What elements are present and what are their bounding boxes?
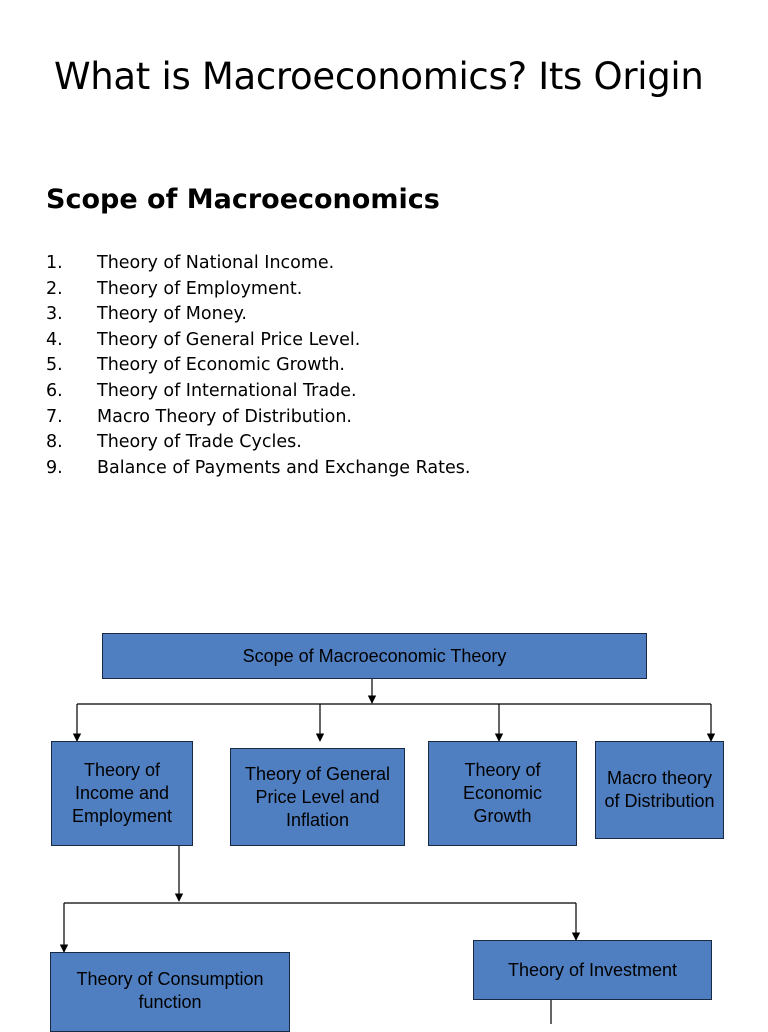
list-text: Theory of General Price Level. [97, 329, 361, 350]
branch-box-income-employment: Theory of Income and Employment [51, 741, 193, 846]
list-number: 7. [46, 406, 63, 427]
list-text: Macro Theory of Distribution. [97, 406, 352, 427]
branch-box-price-level: Theory of General Price Level and Inflat… [230, 748, 405, 846]
list-text: Theory of National Income. [97, 253, 335, 273]
list-text: Theory of International Trade. [97, 380, 357, 401]
branch-box-economic-growth: Theory of Economic Growth [428, 741, 577, 846]
list-text: Theory of Employment. [97, 278, 303, 299]
list-text: Balance of Payments and Exchange Rates. [97, 457, 471, 478]
root-box: Scope of Macroeconomic Theory [102, 633, 647, 679]
list-number: 1. [46, 253, 63, 273]
list-number: 2. [46, 278, 63, 299]
list-number: 5. [46, 355, 63, 376]
list-text: Theory of Economic Growth. [97, 355, 345, 376]
list-number: 9. [46, 457, 63, 478]
list-text: Theory of Trade Cycles. [97, 432, 302, 453]
section-heading: Scope of Macroeconomics [46, 184, 440, 215]
sub-box-investment: Theory of Investment [473, 940, 712, 1000]
list-number: 4. [46, 329, 63, 350]
branch-box-distribution: Macro theory of Distribution [595, 741, 724, 839]
list-number: 6. [46, 380, 63, 401]
list-number: 8. [46, 432, 63, 453]
list-number: 3. [46, 304, 63, 325]
list-text: Theory of Money. [97, 304, 247, 325]
sub-box-consumption: Theory of Consumption function [50, 952, 290, 1032]
page-title: What is Macroeconomics? Its Origin [54, 55, 704, 98]
